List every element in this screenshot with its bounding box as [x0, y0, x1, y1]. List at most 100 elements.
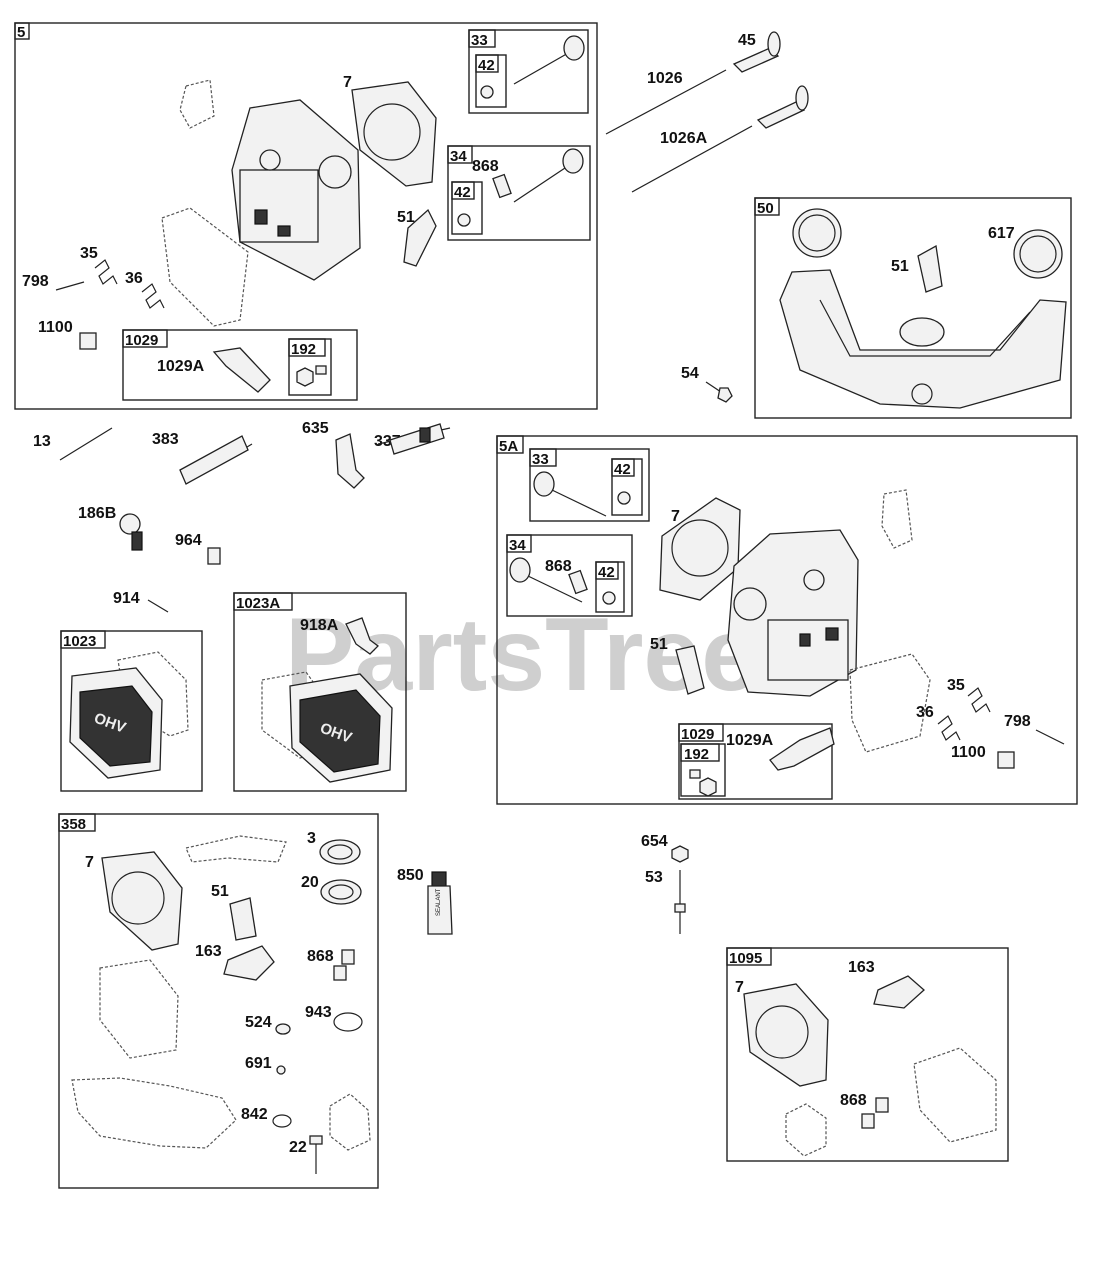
label-20: 20 [301, 874, 319, 891]
box-34 [506, 534, 633, 617]
valve-spring-icon [967, 687, 991, 713]
gasket-icon [329, 1093, 371, 1151]
intake-gasket-icon [403, 208, 437, 267]
label-943: 943 [305, 1004, 332, 1021]
group-50-intake-manifold: 50 51 617 [754, 197, 1072, 419]
breather-tube-icon [179, 435, 253, 485]
valve-seal-icon [602, 591, 616, 605]
group-1095-gasket-set: 1095 163 7 868 [726, 947, 1009, 1162]
valve-spring-icon [94, 259, 118, 285]
box-label-33: 33 [532, 451, 549, 468]
nut-icon [699, 777, 717, 797]
label-36: 36 [125, 270, 143, 287]
box-5 [14, 22, 598, 410]
label-850: 850 [397, 867, 424, 884]
label-617: 617 [988, 225, 1015, 242]
gasket-icon [179, 79, 215, 129]
screw-icon [689, 769, 701, 779]
cover-gasket-icon [849, 653, 931, 753]
label-7: 7 [735, 979, 744, 996]
box-label-192: 192 [291, 341, 316, 358]
box-33 [529, 448, 650, 522]
valve-seal-icon [617, 491, 631, 505]
bolt-icon [705, 381, 733, 403]
box-50 [754, 197, 1072, 419]
gasket-icon [881, 489, 913, 549]
bolt-icon [147, 599, 169, 613]
cylinder-head-icon [727, 529, 859, 697]
label-22: 22 [289, 1139, 307, 1156]
label-3: 3 [307, 830, 316, 847]
boot-icon [335, 433, 365, 489]
group-5A-cylinder-head: 5A 33 42 34 868 42 7 [496, 435, 1078, 805]
intake-gasket-icon [675, 645, 705, 695]
tappet-icon [732, 47, 780, 73]
valve-seal-icon [457, 213, 471, 227]
label-7: 7 [671, 508, 680, 525]
cover-gasket-icon [913, 1047, 997, 1143]
group-358-gasket-set: 358 3 7 20 51 163 868 524 943 691 842 22 [58, 813, 379, 1189]
box-1029 [122, 329, 358, 401]
valve-spring-icon [937, 715, 961, 741]
label-868: 868 [840, 1092, 867, 1109]
box-label-42: 42 [598, 564, 615, 581]
label-13: 13 [33, 433, 51, 450]
gasket-ring-icon [1013, 229, 1063, 279]
box-label-42: 42 [454, 184, 471, 201]
nut-icon [671, 845, 689, 863]
o-ring-icon [333, 1012, 363, 1032]
label-654: 654 [641, 833, 668, 850]
valve-guide-icon [341, 949, 355, 965]
label-186B: 186B [78, 505, 116, 522]
label-1100: 1100 [38, 319, 73, 336]
head-gasket-icon [743, 983, 829, 1087]
cylinder-head-icon [231, 99, 361, 281]
label-35: 35 [80, 245, 98, 262]
label-51: 51 [891, 258, 909, 275]
box-5A [496, 435, 1078, 805]
valve-spring-icon [141, 283, 165, 309]
push-rod-icon [631, 125, 753, 193]
label-51: 51 [397, 209, 415, 226]
box-1023 [60, 630, 203, 792]
cover-gasket-icon [99, 959, 179, 1059]
intake-gasket-icon [229, 897, 257, 941]
retainer-icon [79, 332, 97, 350]
box-label-5: 5 [17, 24, 25, 41]
push-rod-icon [605, 69, 727, 135]
gasket-icon [223, 945, 275, 981]
gasket-icon [185, 835, 287, 863]
box-label-33: 33 [471, 32, 488, 49]
label-7: 7 [343, 74, 352, 91]
label-524: 524 [245, 1014, 272, 1031]
box-label-34: 34 [509, 537, 526, 554]
box-1029 [678, 723, 833, 800]
box-label-358: 358 [61, 816, 86, 833]
label-964: 964 [175, 532, 202, 549]
screw-icon [315, 365, 327, 375]
plug-icon [207, 547, 221, 565]
bolt-icon [55, 281, 85, 291]
gasket-icon [785, 1103, 827, 1157]
fitting-icon [345, 617, 379, 655]
label-914: 914 [113, 590, 140, 607]
label-51: 51 [211, 883, 229, 900]
label-918A: 918A [300, 617, 339, 634]
box-label-1023A: 1023A [236, 595, 280, 612]
box-34 [447, 145, 591, 241]
label-798: 798 [1004, 713, 1031, 730]
gasket-ring-icon [792, 208, 842, 258]
label-798: 798 [22, 273, 49, 290]
valve-guide-icon [875, 1097, 889, 1113]
label-53: 53 [645, 869, 663, 886]
valve-guide-icon [861, 1113, 875, 1129]
intake-manifold-icon [779, 269, 1067, 409]
sealant-text: SEALANT [436, 888, 442, 916]
label-868: 868 [307, 948, 334, 965]
label-1029A: 1029A [726, 732, 774, 749]
intake-gasket-icon [917, 244, 943, 293]
head-gasket-icon [101, 851, 183, 951]
box-label-192: 192 [684, 746, 709, 763]
box-label-5A: 5A [499, 438, 518, 455]
